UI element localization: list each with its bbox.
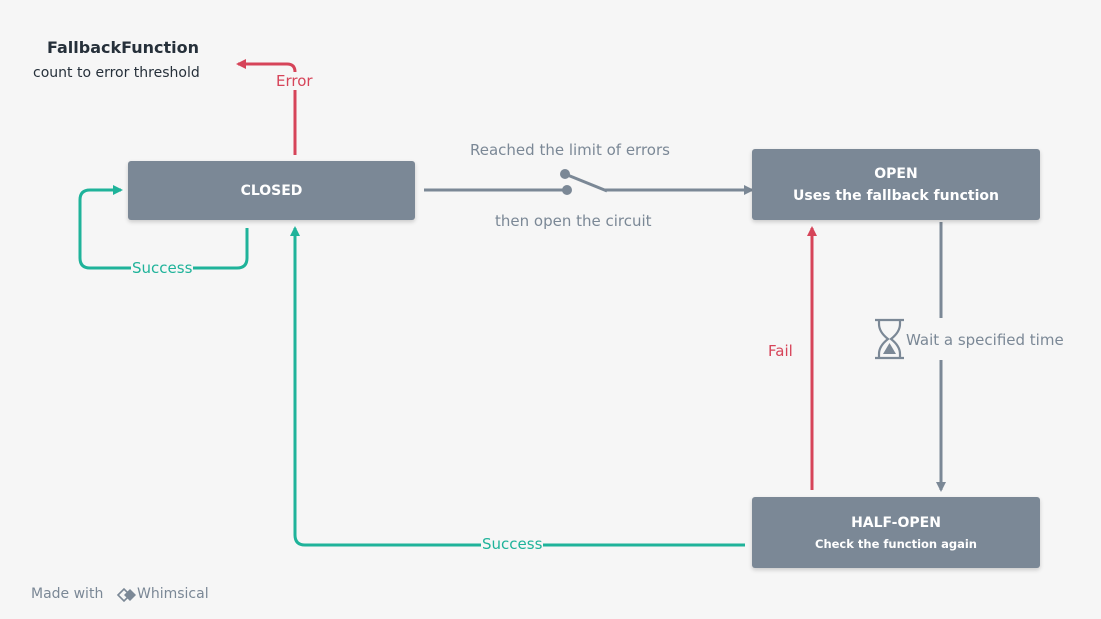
state-closed[interactable]: CLOSED [128, 161, 415, 220]
whimsical-logo-icon [116, 587, 136, 603]
error-label: Error [275, 72, 314, 90]
halfopen-success-label: Success [481, 535, 544, 553]
limit-top-label: Reached the limit of errors [470, 141, 670, 159]
fail-label: Fail [768, 342, 793, 360]
limit-bottom-label: then open the circuit [495, 212, 652, 230]
hourglass-icon [875, 318, 904, 360]
note-title: FallbackFunction [47, 38, 200, 57]
footer-made-with: Made with [31, 586, 104, 602]
closed-self-loop-edge [78, 185, 249, 270]
switch-icon [560, 169, 608, 195]
state-open-sublabel: Uses the fallback function [793, 187, 999, 204]
error-edge [236, 59, 297, 155]
state-open-label: OPEN [874, 165, 918, 182]
closed-self-success-label: Success [131, 259, 194, 277]
halfopen-to-closed-edge [290, 226, 745, 547]
state-half-open-label: HALF-OPEN [851, 514, 941, 531]
state-half-open-sublabel: Check the function again [815, 536, 977, 551]
footer-brand[interactable]: Whimsical [137, 586, 209, 602]
note-subtitle: count to error threshold [33, 65, 200, 81]
state-closed-label: CLOSED [240, 182, 303, 199]
wait-label: Wait a specified time [906, 331, 1064, 349]
state-half-open[interactable]: HALF-OPEN Check the function again [752, 497, 1040, 568]
state-open[interactable]: OPEN Uses the fallback function [752, 149, 1040, 220]
